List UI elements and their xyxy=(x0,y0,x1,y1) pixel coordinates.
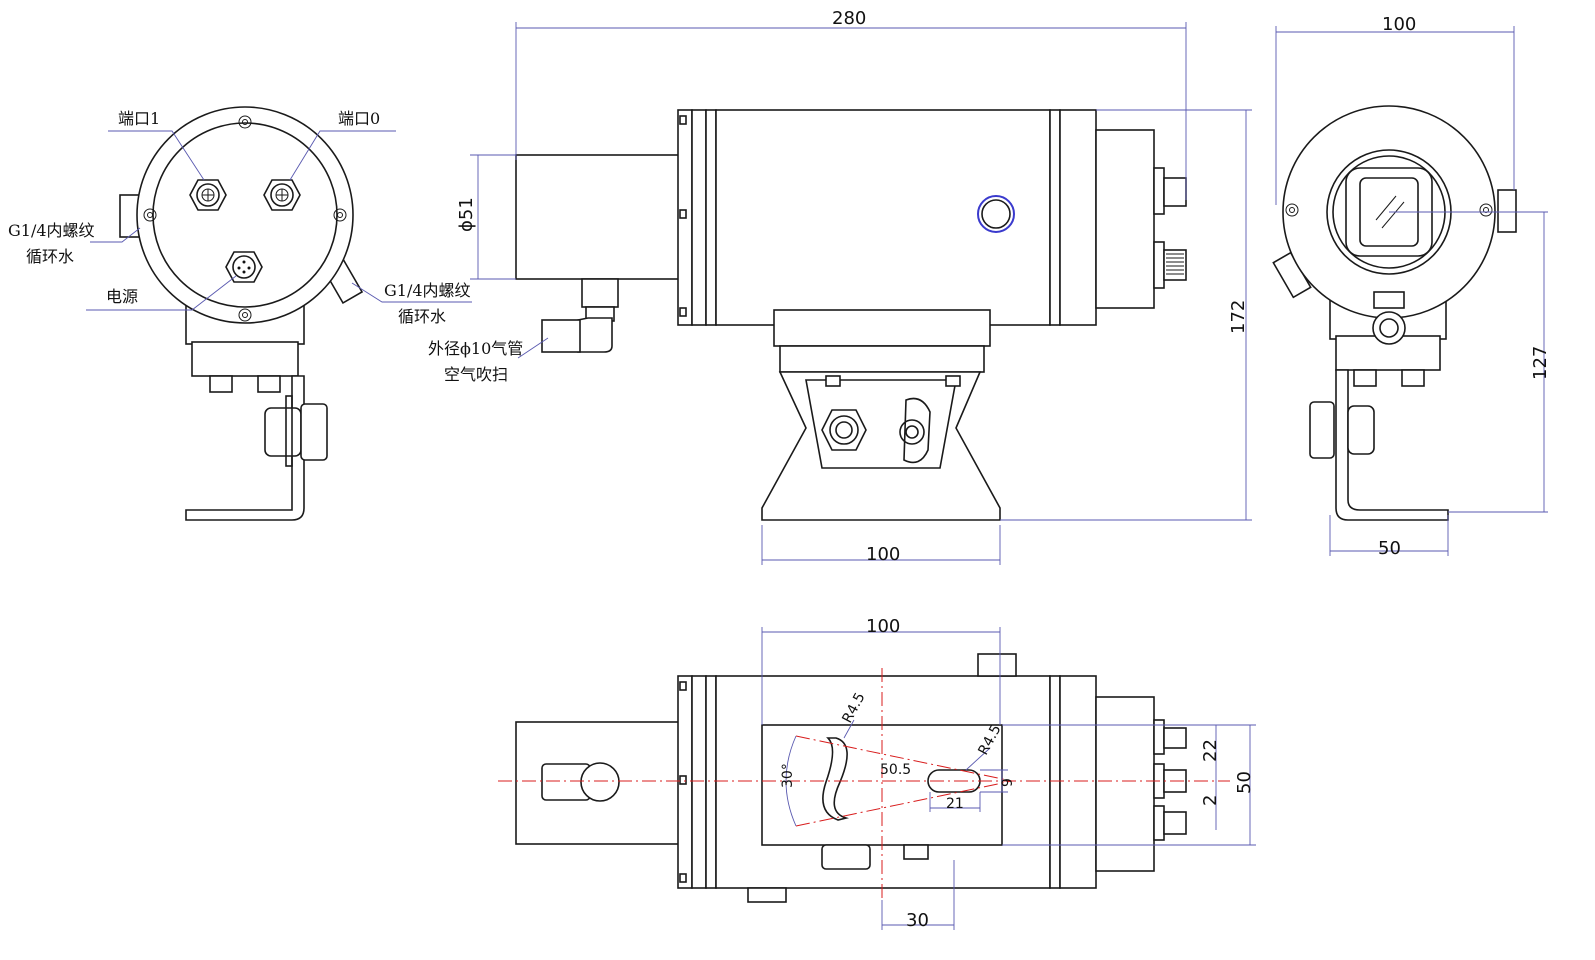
label-thread-right-1: G1/4内螺纹 xyxy=(384,281,471,300)
label-thread-left-2: 循环水 xyxy=(26,247,74,266)
power-connector xyxy=(225,251,263,283)
dim-side-base: 50 xyxy=(1378,538,1401,559)
dim-off-22: 22 xyxy=(1200,739,1221,762)
lens-tube xyxy=(515,154,687,280)
label-thread-left-1: G1/4内螺纹 xyxy=(8,221,95,240)
connector-port-0 xyxy=(263,179,301,211)
label-air-2: 空气吹扫 xyxy=(444,365,508,384)
dim-slot-len: 21 xyxy=(946,796,964,812)
annotations: 端口1 端口0 G1/4内螺纹 循环水 电源 G1/4内螺纹 循环水 外径ϕ10… xyxy=(8,8,1551,931)
dim-height: 172 xyxy=(1228,300,1249,334)
dim-overall-length: 280 xyxy=(832,8,866,29)
dim-bottom-30: 30 xyxy=(906,910,929,931)
dim-center-dist: 50.5 xyxy=(880,762,911,778)
label-air-1: 外径ϕ10气管 xyxy=(428,339,523,358)
label-thread-right-2: 循环水 xyxy=(398,307,446,326)
label-port0: 端口0 xyxy=(338,109,380,128)
dim-angle: 30° xyxy=(780,763,796,788)
dim-off-50: 50 xyxy=(1234,771,1255,794)
bottom-view xyxy=(498,627,1256,930)
dim-slot-w: 9 xyxy=(1000,778,1016,787)
side-view xyxy=(470,22,1252,565)
dim-off-2: 2 xyxy=(1200,795,1221,806)
dim-lens-dia: ϕ51 xyxy=(456,197,477,232)
dim-base-width: 100 xyxy=(866,544,900,565)
dim-top-width: 100 xyxy=(866,616,900,637)
label-port1: 端口1 xyxy=(118,109,160,128)
rear-view xyxy=(1272,26,1548,556)
front-flange xyxy=(136,106,354,324)
dim-side-height: 127 xyxy=(1530,346,1551,380)
front-view xyxy=(86,106,472,521)
label-power: 电源 xyxy=(106,287,138,306)
dim-front-width: 100 xyxy=(1382,14,1416,35)
connector-port-1 xyxy=(189,179,227,211)
